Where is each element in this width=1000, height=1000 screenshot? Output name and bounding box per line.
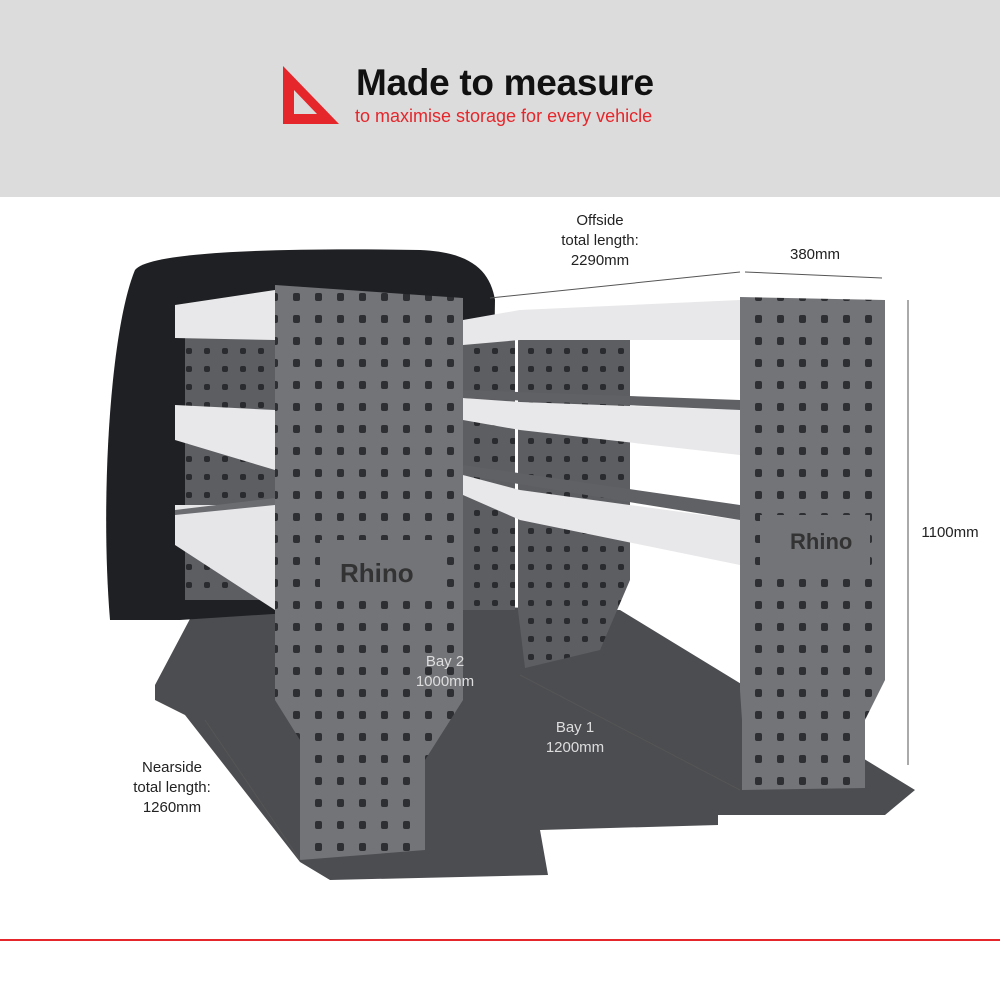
nearside-label-line1: Nearside: [141, 759, 203, 776]
bay2-name: Bay 2: [425, 653, 465, 670]
shelf: [175, 290, 275, 340]
nearside-length-value: 1260mm: [142, 799, 202, 816]
rhino-logo: Rhino: [340, 558, 414, 588]
header-banner: Made to measure to maximise storage for …: [0, 0, 1000, 197]
dimension-lines: [204, 271, 909, 861]
divider-line: [0, 939, 1000, 941]
shelf: [463, 475, 740, 565]
bay1-name: Bay 1: [555, 719, 595, 736]
bay2-value: 1000mm: [415, 673, 475, 690]
height-label: 1100mm: [921, 524, 979, 541]
shelf: [463, 398, 740, 455]
bay1-label: Bay 1 1200mm: [530, 718, 620, 758]
offside-length-value: 2290mm: [570, 252, 630, 269]
offside-length-label: Offside total length: 2290mm: [530, 211, 670, 271]
bay1-value: 1200mm: [545, 739, 605, 756]
rhino-logo: Rhino: [790, 529, 852, 554]
shelf: [175, 505, 275, 610]
offside-label-line1: Offside: [576, 212, 624, 229]
nearside-length-label: Nearside total length: 1260mm: [102, 758, 242, 818]
shelf: [463, 300, 740, 345]
offside-label-line2: total length:: [561, 232, 639, 249]
page-subtitle: to maximise storage for every vehicle: [355, 106, 653, 126]
bay2-label: Bay 2 1000mm: [400, 652, 490, 692]
shelf: [175, 405, 275, 470]
depth-label: 380mm: [789, 246, 841, 263]
nearside-label-line2: total length:: [133, 779, 211, 796]
shelving-illustration: Rhino Rhino: [106, 249, 915, 880]
page-title: Made to measure: [356, 62, 654, 103]
set-square-icon: [283, 66, 339, 124]
